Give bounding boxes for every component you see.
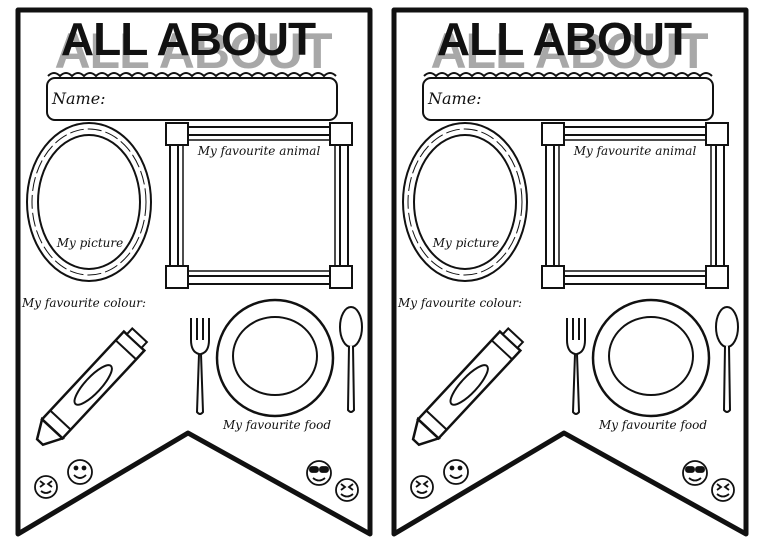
banner-outline — [15, 7, 373, 537]
picture-label: My picture — [432, 236, 500, 250]
sunglasses-face-icon — [682, 460, 708, 486]
title-text: ALL ABOUT — [436, 13, 692, 65]
title-shadow: ALL ABOUT — [54, 23, 332, 79]
food-label: My favourite food — [598, 418, 708, 432]
winking-face-icon — [34, 475, 58, 499]
spoon-icon — [339, 306, 363, 413]
spoon-icon — [715, 306, 739, 413]
food-label: My favourite food — [222, 418, 332, 432]
smiley-face-icon — [443, 459, 469, 485]
plate-icon — [591, 298, 711, 418]
banner-right: ALL ABOUT ALL ABOUT Name: My picture My … — [376, 0, 752, 544]
plate-icon — [215, 298, 335, 418]
title: ALL ABOUT ALL ABOUT — [376, 13, 752, 79]
title-text: ALL ABOUT — [60, 13, 316, 65]
title: ALL ABOUT ALL ABOUT — [0, 13, 376, 79]
banner-outline — [391, 7, 749, 537]
name-label: Name: — [52, 89, 106, 108]
animal-label: My favourite animal — [573, 144, 697, 158]
banner-left: ALL ABOUT ALL ABOUT Name: My picture My … — [0, 0, 376, 544]
fork-icon — [190, 318, 210, 415]
laughing-face-icon — [335, 478, 359, 502]
fork-icon — [566, 318, 586, 415]
laughing-face-icon — [711, 478, 735, 502]
sunglasses-face-icon — [306, 460, 332, 486]
animal-label: My favourite animal — [197, 144, 321, 158]
colour-label: My favourite colour: — [22, 296, 147, 310]
colour-label: My favourite colour: — [398, 296, 523, 310]
picture-label: My picture — [56, 236, 124, 250]
winking-face-icon — [410, 475, 434, 499]
crayon-icon — [35, 326, 149, 447]
crayon-icon — [411, 326, 525, 447]
name-label: Name: — [428, 89, 482, 108]
smiley-face-icon — [67, 459, 93, 485]
title-shadow: ALL ABOUT — [430, 23, 708, 79]
